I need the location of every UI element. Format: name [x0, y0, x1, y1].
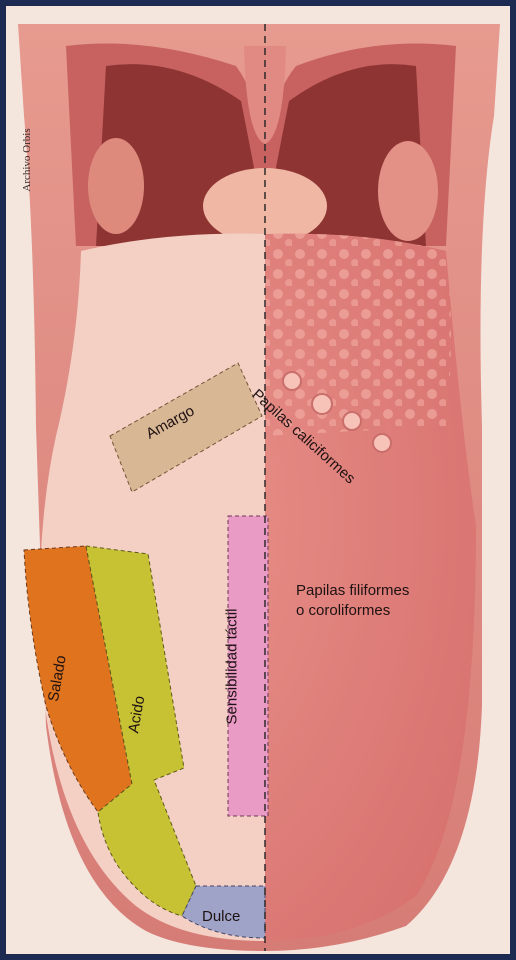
label-filiform-2: o coroliformes: [296, 602, 390, 619]
image-credit: Archivo Orbis: [21, 105, 33, 215]
left-tonsil: [88, 138, 144, 234]
right-tonsil: [378, 141, 438, 241]
tongue-diagram: Archivo Orbis Amargo Salado Acido Dulce …: [6, 6, 510, 954]
tongue-illustration: [6, 6, 510, 954]
label-sweet: Dulce: [202, 908, 240, 925]
papillae-texture: [265, 234, 451, 436]
label-tactile: Sensibilidad táctil: [223, 609, 240, 725]
label-filiform-1: Papilas filiformes: [296, 582, 409, 599]
